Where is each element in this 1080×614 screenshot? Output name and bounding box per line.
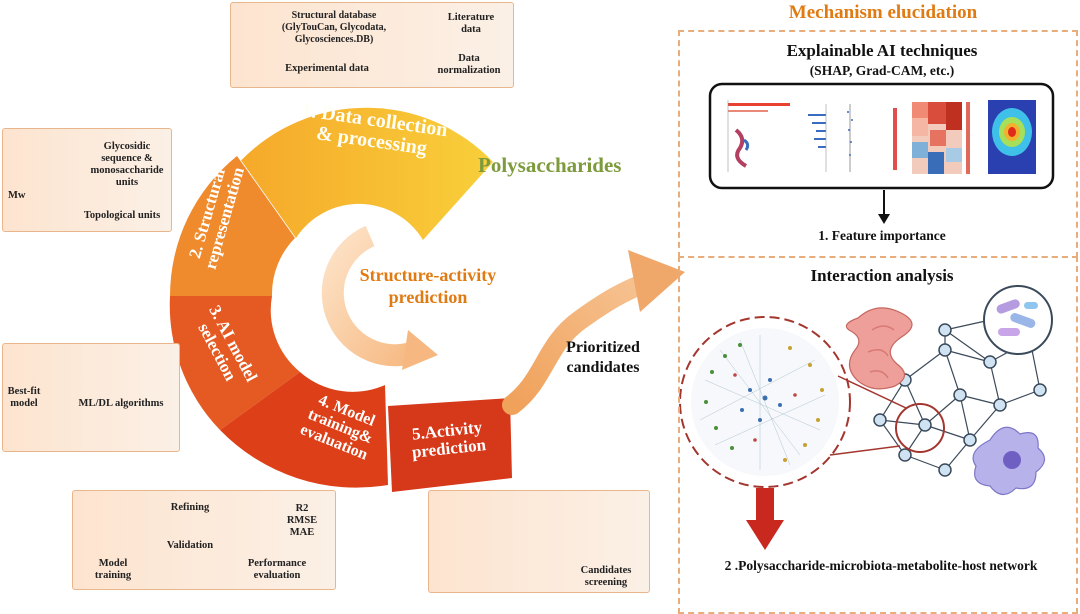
literature-data-label: Literature data [447, 12, 495, 35]
intestine-icon [845, 307, 913, 390]
interaction-network-graph [679, 316, 851, 488]
refining-label: Refining [170, 502, 210, 513]
interaction-analysis-title: Interaction analysis [810, 266, 954, 285]
best-fit-model-label: Best-fit model [7, 386, 41, 409]
ml-dl-algorithms-label: ML/DL algorithms [78, 398, 164, 409]
grad-cam-heatmap [988, 100, 1036, 174]
mechanism-title: Mechanism elucidation [788, 2, 978, 23]
glycosidic-sequence-label: Glycosidic sequence & monosaccharide uni… [90, 141, 164, 188]
feature-arrowhead [878, 214, 890, 224]
correlation-heatmap [912, 102, 970, 174]
training-box [72, 490, 336, 590]
mw-label: Mw [8, 190, 26, 201]
cycle-segment-3 [169, 296, 300, 430]
model-selection-box [2, 343, 180, 452]
cycle-segment-4 [220, 372, 388, 488]
candidates-arrowhead [628, 250, 685, 312]
zoom-line-bottom [829, 445, 901, 456]
feature-importance-label: 1. Feature importance [818, 228, 946, 243]
center-cycle-arrow [321, 225, 425, 367]
network-label: 2 .Polysaccharide-microbiota-metabolite-… [724, 558, 1038, 573]
validation-label: Validation [166, 540, 214, 551]
network-arrowhead [746, 520, 784, 550]
cycle-segment-1 [241, 107, 493, 240]
shap-bar-plot [727, 100, 790, 172]
host-cell-icon [972, 426, 1046, 496]
structure-features-box [2, 128, 172, 232]
zoom-line-top [837, 375, 907, 409]
center-cycle-arrowhead [402, 330, 438, 370]
candidates-arrow [502, 272, 658, 415]
xai-title: Explainable AI techniques [786, 41, 978, 60]
polysaccharides-label: Polysaccharides [478, 153, 622, 177]
microbiota-icon [983, 285, 1053, 355]
xai-subtitle: (SHAP, Grad-CAM, etc.) [809, 63, 955, 78]
performance-evaluation-label: Performance evaluation [247, 558, 307, 581]
data-normalization-label: Data normalization [437, 53, 501, 76]
prioritized-candidates-label: Prioritized candidates [566, 339, 640, 376]
topological-units-label: Topological units [83, 210, 161, 221]
metrics-label: R2 RMSE MAE [286, 503, 318, 538]
cycle-segment-2 [170, 156, 295, 296]
zoom-circle [895, 403, 945, 453]
experimental-data-label: Experimental data [285, 63, 369, 74]
candidates-screening-label: Candidates screening [580, 565, 632, 588]
data-sources-box [230, 2, 514, 88]
network-arrow-shaft [756, 488, 774, 523]
shap-beeswarm-plot [808, 104, 897, 172]
cycle-segment-5 [388, 398, 512, 492]
screening-box [428, 490, 650, 593]
structural-database-label: Structural database (GlyTouCan, Glycodat… [281, 10, 387, 45]
center-label: Structure-activity prediction [359, 265, 497, 307]
model-training-label: Model training [94, 558, 132, 581]
